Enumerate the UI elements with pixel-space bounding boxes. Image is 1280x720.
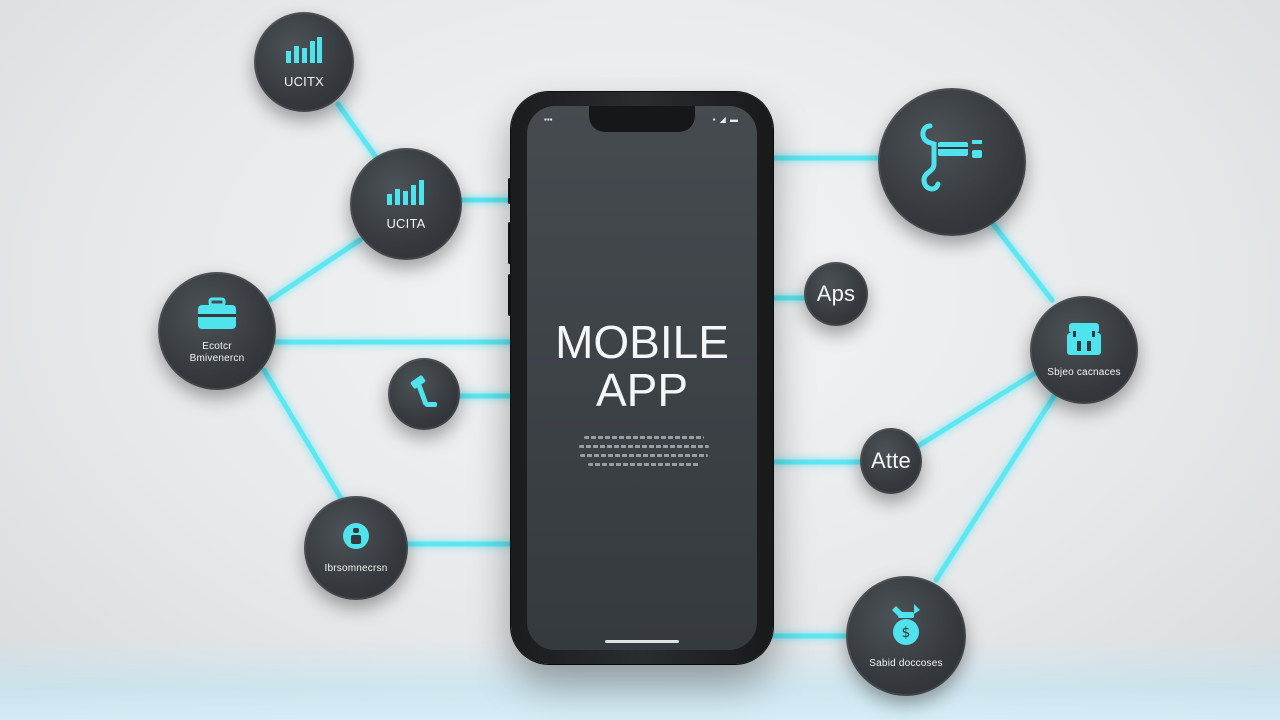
node-label: UCITA	[386, 216, 426, 231]
node-label: Ibrsomnecrsn	[324, 563, 388, 574]
person-icon	[341, 521, 371, 555]
volume-button	[508, 274, 511, 316]
hook-cart-icon	[916, 120, 988, 204]
hammer-icon	[407, 374, 441, 414]
node-label: Atte	[871, 448, 911, 473]
node-ibrsomnecrsn[interactable]: Ibrsomnecrsn	[304, 496, 408, 600]
node-hook-cart[interactable]	[878, 88, 1026, 236]
node-label: UCITX	[284, 74, 324, 89]
briefcase-icon	[196, 297, 238, 335]
status-bar-icons: ▪ ◢ ▬	[712, 115, 739, 124]
home-indicator[interactable]	[605, 640, 679, 643]
status-bar-left: ▪▪▪	[544, 115, 553, 124]
bar-chart-icon	[284, 35, 324, 69]
notch	[589, 106, 695, 132]
svg-text:$: $	[902, 625, 911, 641]
bar-chart-icon	[385, 177, 427, 211]
app-title: MOBILE APP	[527, 318, 757, 414]
node-aps[interactable]: Aps	[804, 262, 868, 326]
node-label: Sbjeo cacnaces	[1047, 367, 1121, 378]
node-ecotcr[interactable]: Ecotcr Bmivenercn	[158, 272, 276, 390]
node-label: Aps	[816, 281, 856, 306]
smartphone: ▪▪▪ ▪ ◢ ▬ MOBILE APP	[508, 92, 773, 664]
app-title-line2: APP	[595, 364, 689, 416]
money-bag-icon: $	[884, 602, 928, 652]
node-store[interactable]: Sbjeo cacnaces	[1030, 296, 1138, 404]
description-placeholder	[579, 436, 709, 472]
node-label: Sabid doccoses	[869, 658, 943, 669]
node-money[interactable]: $ Sabid doccoses	[846, 576, 966, 696]
node-atte[interactable]: Atte	[860, 428, 922, 494]
node-hammer[interactable]	[388, 358, 460, 430]
node-label-line2: Bmivenercn	[189, 353, 245, 364]
node-label-line1: Ecotcr	[202, 341, 232, 352]
node-ucita[interactable]: UCITA	[350, 148, 462, 260]
volume-button	[508, 222, 511, 264]
side-button	[508, 178, 511, 204]
phone-screen[interactable]: ▪▪▪ ▪ ◢ ▬ MOBILE APP	[527, 106, 757, 650]
node-ucitx[interactable]: UCITX	[254, 12, 354, 112]
app-title-line1: MOBILE	[555, 316, 729, 368]
store-icon	[1065, 321, 1103, 361]
